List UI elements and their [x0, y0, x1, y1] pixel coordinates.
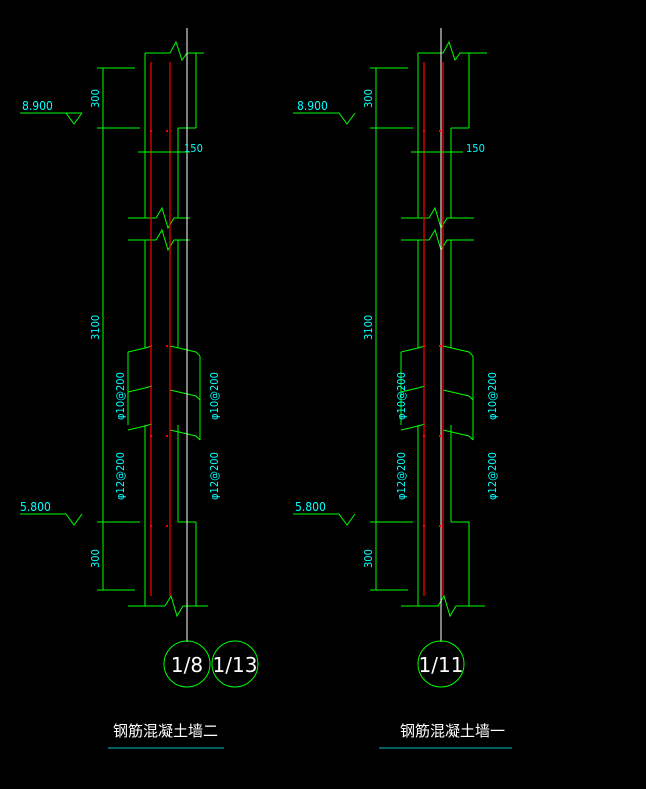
- splice-leader: [127, 385, 153, 393]
- dimension-mid-label: 3100: [89, 315, 102, 340]
- wall-detail-2: 8.900 5.800 300 3100 300 150 φ10@200 φ10…: [20, 28, 259, 749]
- elevation-top-label: 8.900: [22, 99, 53, 113]
- dimension-thickness-label: 150: [184, 142, 203, 155]
- splice-leader: [442, 345, 474, 357]
- dimension-thickness-label: 150: [466, 142, 485, 155]
- axis-bubble: [417, 640, 465, 688]
- splice-leader: [127, 423, 153, 431]
- splice-leader: [400, 423, 426, 431]
- rebar-label: φ10@200: [395, 372, 408, 420]
- dimension-bottom-label: 300: [362, 549, 375, 568]
- detail-title: 钢筋混凝土墙一: [400, 722, 505, 740]
- dimension-top-label: 300: [89, 89, 102, 108]
- mid-break-line: [128, 206, 190, 230]
- elevation-bottom-label: 5.800: [295, 500, 326, 514]
- rebar-label: φ12@200: [395, 452, 408, 500]
- elevation-marker: [293, 513, 356, 526]
- elevation-marker: [20, 513, 83, 526]
- axis-bubble: [211, 640, 259, 688]
- splice-leader: [127, 345, 153, 353]
- rebar-label: φ10@200: [208, 372, 221, 420]
- mid-break-line: [401, 228, 474, 252]
- top-break-line: [145, 40, 204, 62]
- axis-label: 1/8: [171, 653, 203, 677]
- rebar-label: φ10@200: [486, 372, 499, 420]
- top-break-line: [418, 40, 487, 62]
- rebar-dots: [150, 130, 441, 527]
- dimension-top-label: 300: [362, 89, 375, 108]
- splice-leader: [169, 345, 201, 357]
- elevation-marker: [293, 112, 356, 125]
- rebar-label: φ12@200: [114, 452, 127, 500]
- splice-leader: [442, 389, 474, 401]
- dimension-bottom-label: 300: [89, 549, 102, 568]
- axis-bubble: [163, 640, 211, 688]
- splice-leader: [400, 385, 426, 393]
- rebar-label: φ12@200: [486, 452, 499, 500]
- rebar-label: φ12@200: [208, 452, 221, 500]
- mid-break-line: [401, 206, 474, 230]
- dimension-mid-label: 3100: [362, 315, 375, 340]
- elevation-bottom-label: 5.800: [20, 500, 51, 514]
- mid-break-line: [128, 228, 190, 252]
- axis-label: 1/13: [213, 653, 258, 677]
- rebar-label: φ10@200: [114, 372, 127, 420]
- elevation-top-label: 8.900: [297, 99, 328, 113]
- elevation-marker: [20, 112, 83, 125]
- splice-leader: [442, 429, 474, 441]
- detail-title: 钢筋混凝土墙二: [113, 722, 218, 740]
- wall-detail-1: 8.900 5.800 300 3100 300 150 φ10@200 φ10…: [293, 28, 512, 749]
- bottom-break-line: [401, 594, 485, 618]
- axis-label: 1/11: [419, 653, 464, 677]
- splice-leader: [400, 345, 426, 353]
- splice-leader: [169, 429, 201, 441]
- splice-leader: [169, 389, 201, 401]
